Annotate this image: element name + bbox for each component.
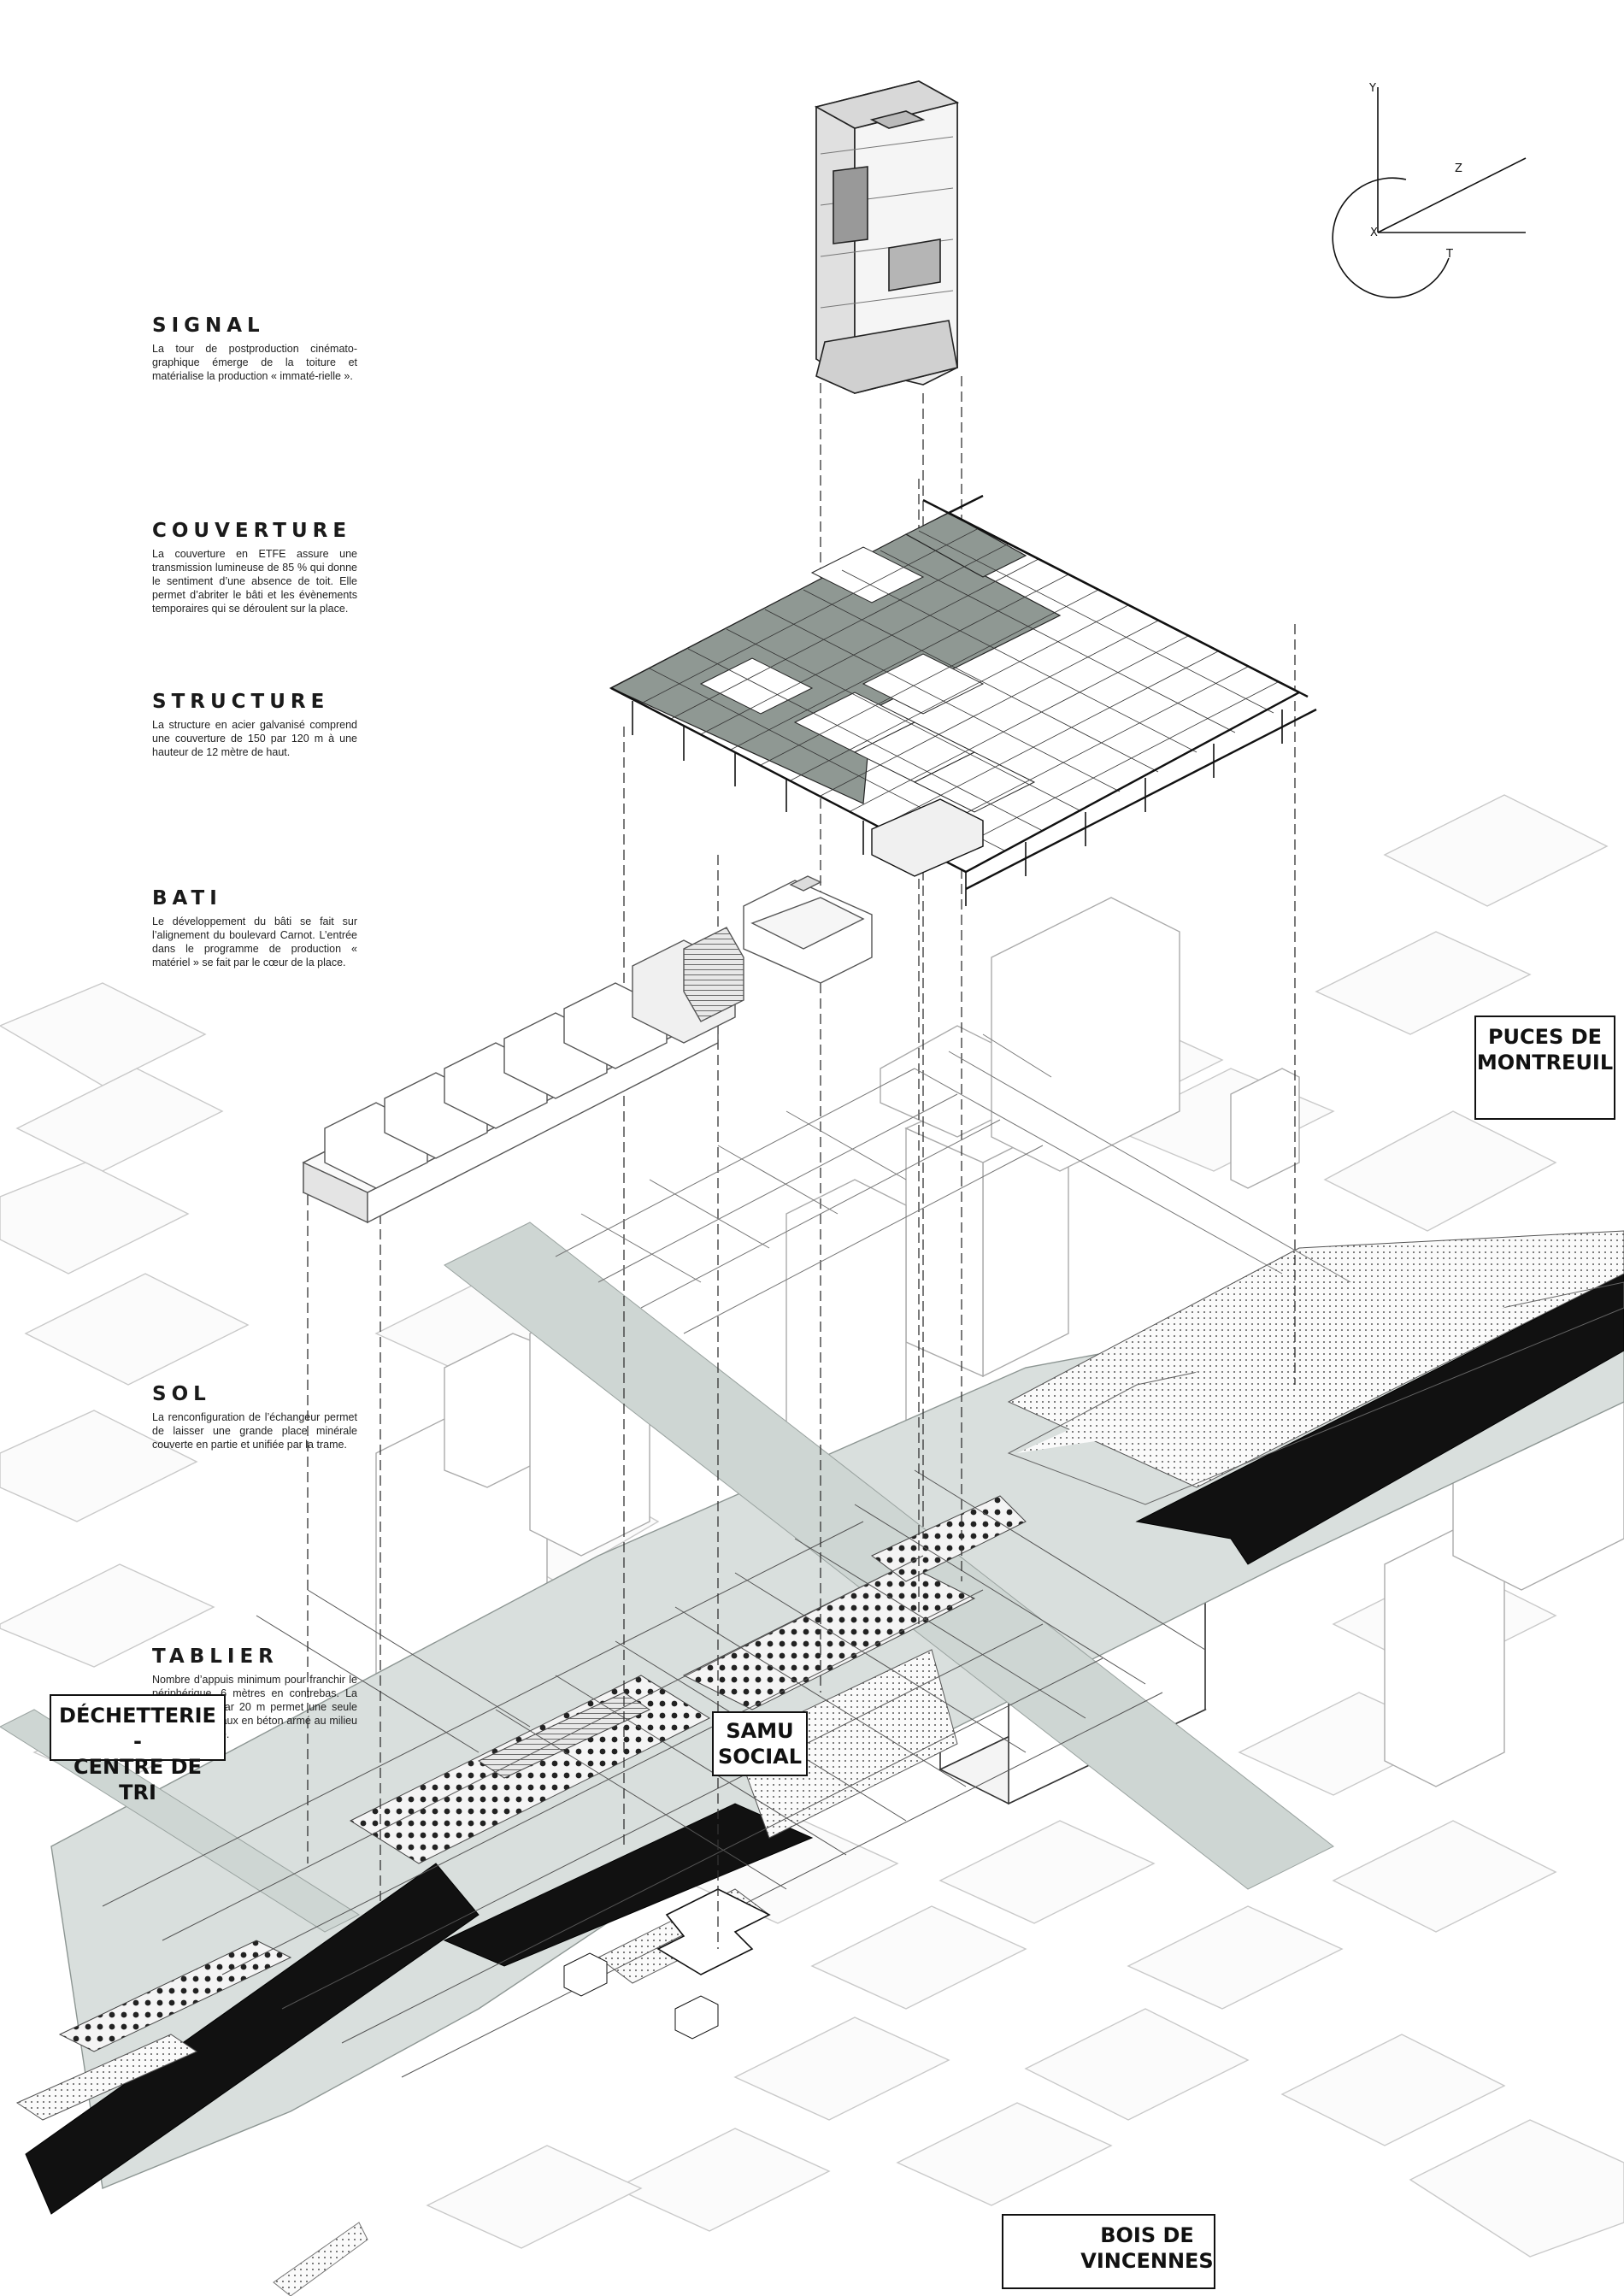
- legend-title: COUVERTURE: [152, 520, 352, 542]
- legend-text: La structure en acier galvanisé comprend…: [152, 719, 357, 758]
- place-label-line: BOIS DE: [1100, 2223, 1194, 2247]
- roof-layer: [609, 494, 1317, 906]
- axes-indicator: [1332, 87, 1527, 298]
- legend-title: STRUCTURE: [152, 691, 330, 713]
- signal-tower: [814, 80, 960, 395]
- place-label-samu-social: SAMU SOCIAL: [712, 1711, 808, 1776]
- place-label-line: CENTRE DE TRI: [73, 1755, 202, 1804]
- legend-bati: BATI Le développement du bâti se fait su…: [152, 887, 357, 969]
- place-label-line: SOCIAL: [717, 1745, 803, 1769]
- legend-text: La renconfiguration de l’échangeur perme…: [152, 1411, 357, 1451]
- legend-text: La couverture en ETFE assure une transmi…: [152, 548, 357, 615]
- legend-title: SIGNAL: [152, 315, 265, 337]
- legend-signal: SIGNAL La tour de postproduction cinémat…: [152, 315, 357, 383]
- legend-structure: STRUCTURE La structure en acier galvanis…: [152, 691, 357, 759]
- axis-label-x: X: [1370, 227, 1378, 239]
- place-label-puces-de-montreuil: PUCES DE MONTREUIL: [1474, 1016, 1615, 1120]
- axis-label-y: Y: [1369, 82, 1376, 95]
- sol-grid: [555, 1033, 1351, 1334]
- legend-couverture: COUVERTURE La couverture en ETFE assure …: [152, 520, 357, 615]
- place-label-line: DÉCHETTERIE -: [59, 1704, 216, 1753]
- axis-label-t: T: [1446, 248, 1453, 261]
- place-label-line: MONTREUIL: [1476, 1051, 1614, 1074]
- place-label-line: PUCES DE: [1487, 1025, 1603, 1049]
- place-label-bois-de-vincennes: BOIS DE VINCENNES: [1002, 2214, 1215, 2289]
- legend-title: SOL: [152, 1383, 211, 1405]
- place-label-line: VINCENNES: [1080, 2249, 1214, 2273]
- legend-title: BATI: [152, 887, 222, 910]
- ground-level: [0, 1222, 1624, 2296]
- legend-text: Le développement du bâti se fait sur l’a…: [152, 915, 357, 968]
- axis-label-z: Z: [1455, 162, 1462, 175]
- legend-title: TABLIER: [152, 1645, 279, 1668]
- legend-text: La tour de postproduction cinémato-graph…: [152, 343, 357, 382]
- place-label-line: SAMU: [726, 1719, 794, 1743]
- legend-sol: SOL La renconfiguration de l’échangeur p…: [152, 1383, 357, 1451]
- bati-layer: [302, 875, 873, 1224]
- place-label-dechetterie: DÉCHETTERIE - CENTRE DE TRI: [50, 1694, 226, 1804]
